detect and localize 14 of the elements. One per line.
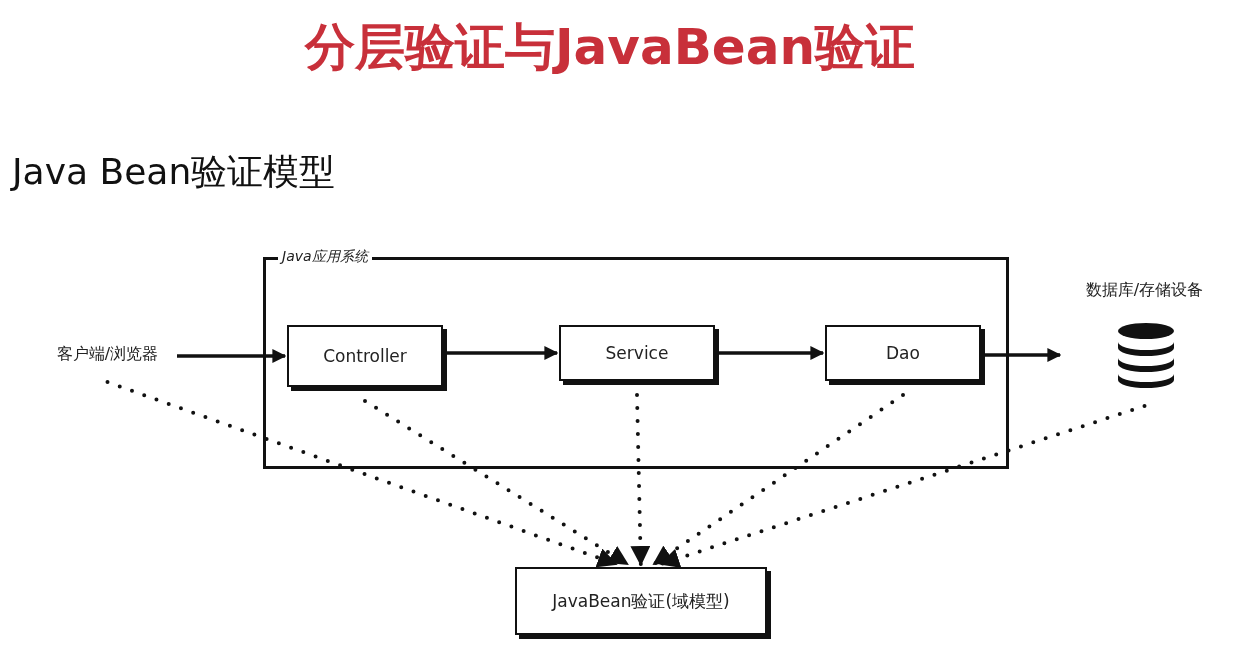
arrow — [177, 349, 287, 363]
client-label: 客户端/浏览器 — [40, 344, 175, 368]
dotted-arrow — [659, 404, 1147, 568]
arrow — [445, 346, 559, 360]
title: 分层验证与JavaBean验证 — [305, 17, 916, 78]
dotted-arrow — [105, 380, 618, 568]
dotted-arrow — [363, 399, 630, 566]
heading: Java Bean验证模型 — [12, 150, 336, 194]
database-label: 数据库/存储设备 — [1084, 280, 1205, 301]
group-title: Java应用系统 — [278, 248, 372, 266]
dotted-arrow — [652, 393, 905, 566]
dotted-arrow — [630, 393, 651, 566]
arrow — [717, 346, 825, 360]
arrow — [983, 348, 1062, 362]
